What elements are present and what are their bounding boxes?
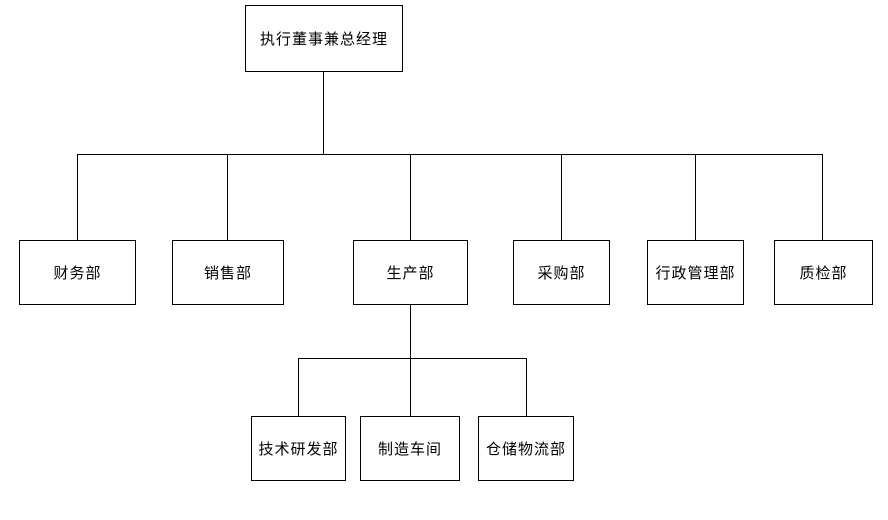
connector-root-vertical	[323, 72, 324, 154]
org-node-admin-dept: 行政管理部	[647, 240, 744, 305]
connector-drop-purchasing	[561, 154, 562, 240]
connector-drop-sales	[227, 154, 228, 240]
connector-drop-workshop	[410, 358, 411, 416]
org-node-general-manager: 执行董事兼总经理	[245, 5, 403, 72]
org-node-production-dept: 生产部	[353, 240, 468, 305]
connector-drop-admin	[695, 154, 696, 240]
org-node-warehouse-logistics-dept: 仓储物流部	[478, 416, 574, 481]
org-node-rd-dept: 技术研发部	[251, 416, 346, 481]
connector-drop-warehouse	[526, 358, 527, 416]
org-node-sales-dept: 销售部	[172, 240, 284, 305]
connector-production-vertical	[410, 305, 411, 358]
connector-level2-bus	[77, 154, 823, 155]
org-node-quality-dept: 质检部	[774, 240, 873, 305]
connector-drop-production	[410, 154, 411, 240]
connector-drop-quality	[822, 154, 823, 240]
connector-level3-bus	[298, 358, 526, 359]
org-node-manufacturing-workshop: 制造车间	[360, 416, 460, 481]
connector-drop-rd	[298, 358, 299, 416]
connector-drop-finance	[77, 154, 78, 240]
org-node-purchasing-dept: 采购部	[513, 240, 610, 305]
org-node-finance-dept: 财务部	[19, 240, 136, 305]
